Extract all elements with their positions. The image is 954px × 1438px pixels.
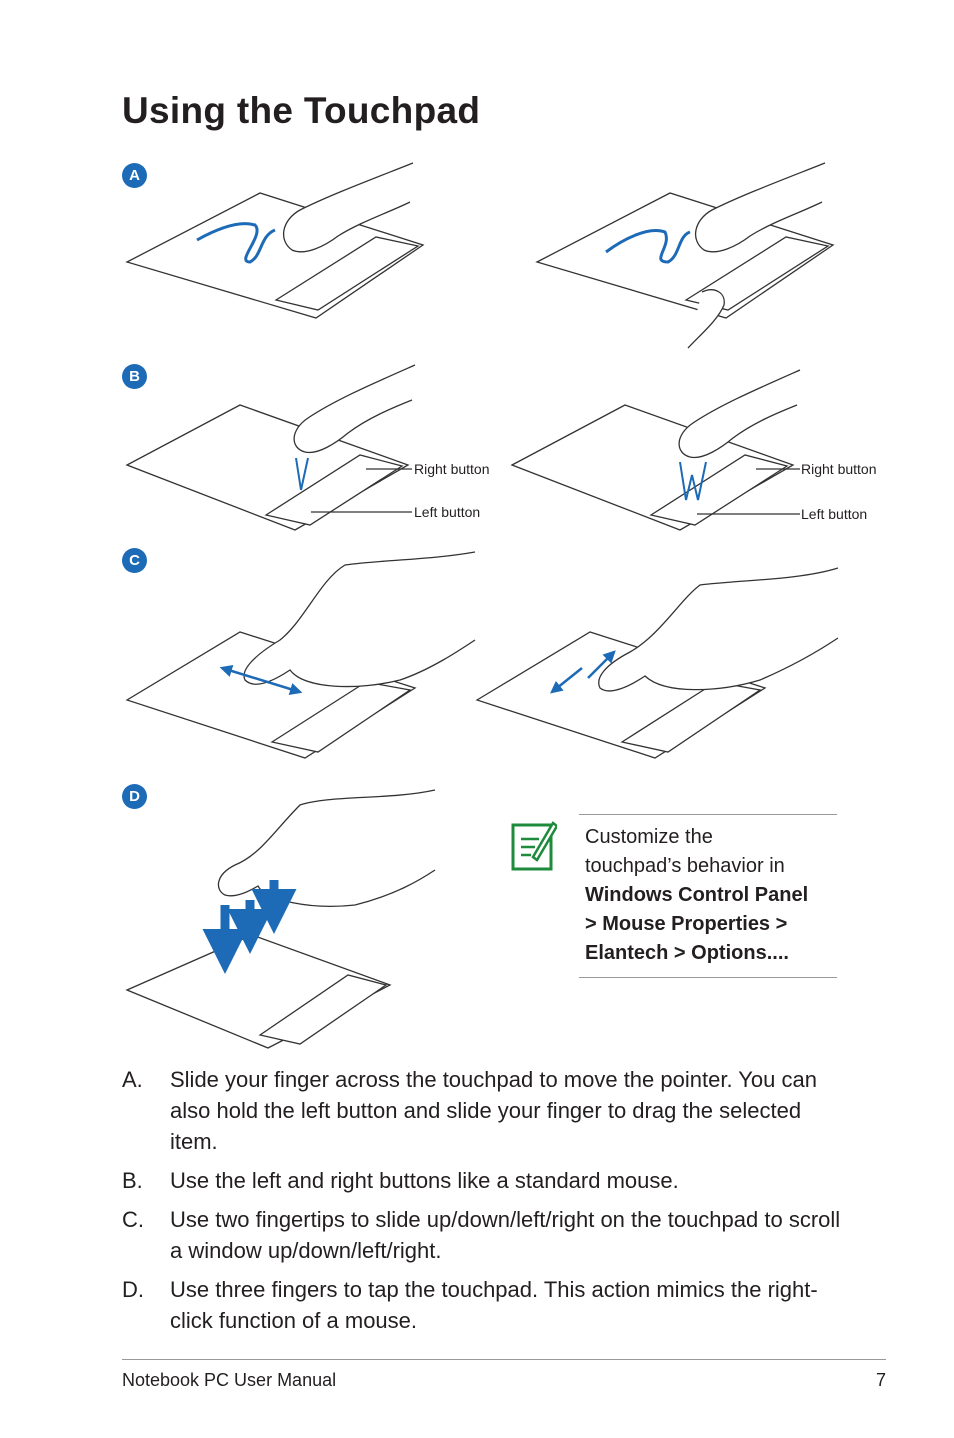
instruction-list: A. Slide your finger across the touchpad … xyxy=(122,1064,842,1344)
section-c-badge: C xyxy=(122,548,147,573)
right-button-label-1: Right button xyxy=(414,461,490,477)
section-d-badge: D xyxy=(122,784,147,809)
note-bold-3: Elantech > Options.... xyxy=(585,942,789,964)
touchpad-drawing-a2 xyxy=(535,162,835,349)
list-text: Use three fingers to tap the touchpad. T… xyxy=(170,1277,818,1333)
touchpad-drawing-a1 xyxy=(125,162,425,319)
list-marker: A. xyxy=(122,1067,143,1092)
page-number: 7 xyxy=(875,1370,886,1390)
page-title: Using the Touchpad xyxy=(122,90,481,131)
note-line-1: Customize the xyxy=(585,826,713,848)
note-line-2: touchpad’s behavior in xyxy=(585,855,785,877)
footer-title: Notebook PC User Manual xyxy=(122,1370,337,1390)
left-button-label-1: Left button xyxy=(414,504,481,520)
note-box: Customize the touchpad’s behavior in Win… xyxy=(511,814,837,978)
touchpad-drawing-d xyxy=(125,789,436,1049)
note-text: Customize the touchpad’s behavior in Win… xyxy=(585,823,835,968)
list-item: D. Use three fingers to tap the touchpad.… xyxy=(122,1274,842,1336)
touchpad-drawing-b1 xyxy=(125,364,416,531)
right-button-label-2: Right button xyxy=(801,461,877,477)
list-text: Slide your finger across the touchpad to… xyxy=(170,1067,817,1154)
list-marker: B. xyxy=(122,1168,143,1193)
touchpad-drawing-c1 xyxy=(125,551,476,759)
list-marker: C. xyxy=(122,1207,144,1232)
list-item: A. Slide your finger across the touchpad … xyxy=(122,1064,842,1157)
note-bold-1: Windows Control Panel xyxy=(585,884,809,906)
touchpad-illustrations xyxy=(125,162,839,1049)
touchpad-drawing-c2 xyxy=(475,567,839,759)
section-b-badge: B xyxy=(122,364,147,389)
list-marker: D. xyxy=(122,1277,144,1302)
list-text: Use the left and right buttons like a st… xyxy=(170,1168,679,1193)
list-item: C. Use two fingertips to slide up/down/le… xyxy=(122,1204,842,1266)
left-button-label-2: Left button xyxy=(801,506,868,522)
note-bold-2: > Mouse Properties > xyxy=(585,913,788,935)
touchpad-drawing-b2 xyxy=(510,369,801,531)
note-pencil-icon xyxy=(511,821,557,871)
list-item: B. Use the left and right buttons like a … xyxy=(122,1165,842,1196)
footer-divider xyxy=(122,1359,886,1360)
list-text: Use two fingertips to slide up/down/left… xyxy=(170,1207,841,1263)
section-a-badge: A xyxy=(122,163,147,188)
